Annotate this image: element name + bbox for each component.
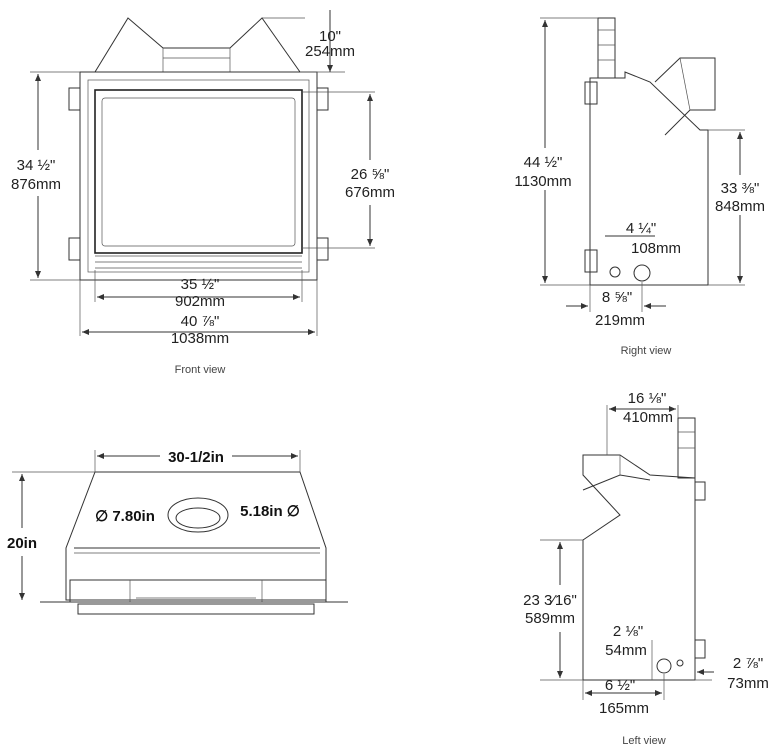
top-collar-outer bbox=[167, 497, 229, 533]
right-height-mm: 1130mm bbox=[514, 173, 571, 190]
top-height: 20in bbox=[7, 535, 37, 552]
top-collar-outer-label: ∅ 7.80in bbox=[95, 508, 155, 525]
right-gas-x-in: 8 ⅝" bbox=[602, 289, 632, 306]
front-view-caption: Front view bbox=[175, 364, 226, 376]
front-width-mm: 1038mm bbox=[171, 330, 229, 347]
left-view: 16 ⅛" 410mm 23 3⁄16" 589mm 2 ⅛" 54mm 6 ½… bbox=[523, 390, 769, 747]
front-opening-h-in: 26 ⅝" bbox=[351, 166, 390, 183]
left-vent-h-mm: 589mm bbox=[525, 610, 575, 627]
front-top-in: 10" bbox=[319, 28, 341, 45]
top-collar-inner-label: 5.18in ∅ bbox=[240, 503, 300, 520]
top-body bbox=[65, 471, 327, 601]
left-gas-x-in: 6 ½" bbox=[605, 677, 635, 694]
top-view: 30-1/2in 20in ∅ 7.80in 5.18in ∅ bbox=[7, 449, 348, 615]
right-view: 44 ½" 1130mm 33 ⅜" 848mm 4 ¼" 108mm 8 ⅝"… bbox=[514, 17, 765, 357]
right-vent-pipe bbox=[597, 17, 616, 79]
front-vent-hood bbox=[94, 17, 301, 73]
right-vent-h-mm: 848mm bbox=[715, 198, 765, 215]
front-top-mm: 254mm bbox=[305, 43, 355, 60]
front-opening-h-mm: 676mm bbox=[345, 184, 395, 201]
front-view: 10" 254mm 34 ½" 876mm 26 ⅝" 676mm 35 ½" … bbox=[11, 10, 395, 376]
left-gas-inlet bbox=[656, 658, 672, 674]
front-width-in: 40 ⅞" bbox=[181, 313, 220, 330]
front-body bbox=[79, 71, 318, 281]
right-gas-inlet bbox=[633, 264, 651, 282]
left-side-mm: 73mm bbox=[727, 675, 769, 692]
left-body bbox=[582, 454, 696, 681]
right-body bbox=[589, 71, 709, 286]
top-width: 30-1/2in bbox=[168, 449, 224, 466]
right-gas-mm: 108mm bbox=[631, 240, 681, 257]
left-gas-h-mm: 54mm bbox=[605, 642, 647, 659]
right-gas-x-mm: 219mm bbox=[595, 312, 645, 329]
front-firebox bbox=[94, 89, 303, 254]
right-vent-h-in: 33 ⅜" bbox=[721, 180, 760, 197]
right-height-in: 44 ½" bbox=[524, 154, 563, 171]
front-opening-w-in: 35 ½" bbox=[181, 276, 220, 293]
left-gas-h-in: 2 ⅛" bbox=[613, 623, 643, 640]
left-gas-x-mm: 165mm bbox=[599, 700, 649, 717]
left-vent-h-in: 23 3⁄16" bbox=[523, 592, 577, 609]
right-view-caption: Right view bbox=[621, 345, 672, 357]
left-side-in: 2 ⅞" bbox=[733, 655, 763, 672]
left-view-caption: Left view bbox=[622, 735, 665, 747]
top-collar-inner bbox=[175, 507, 221, 529]
left-depth-mm: 410mm bbox=[623, 409, 673, 426]
right-vent-collar bbox=[654, 57, 716, 136]
front-bracket bbox=[68, 87, 81, 111]
front-height-mm: 876mm bbox=[11, 176, 61, 193]
right-gas-in: 4 ¼" bbox=[626, 220, 656, 237]
front-opening-w-mm: 902mm bbox=[175, 293, 225, 310]
left-depth-in: 16 ⅛" bbox=[628, 390, 667, 407]
front-height-in: 34 ½" bbox=[17, 157, 56, 174]
